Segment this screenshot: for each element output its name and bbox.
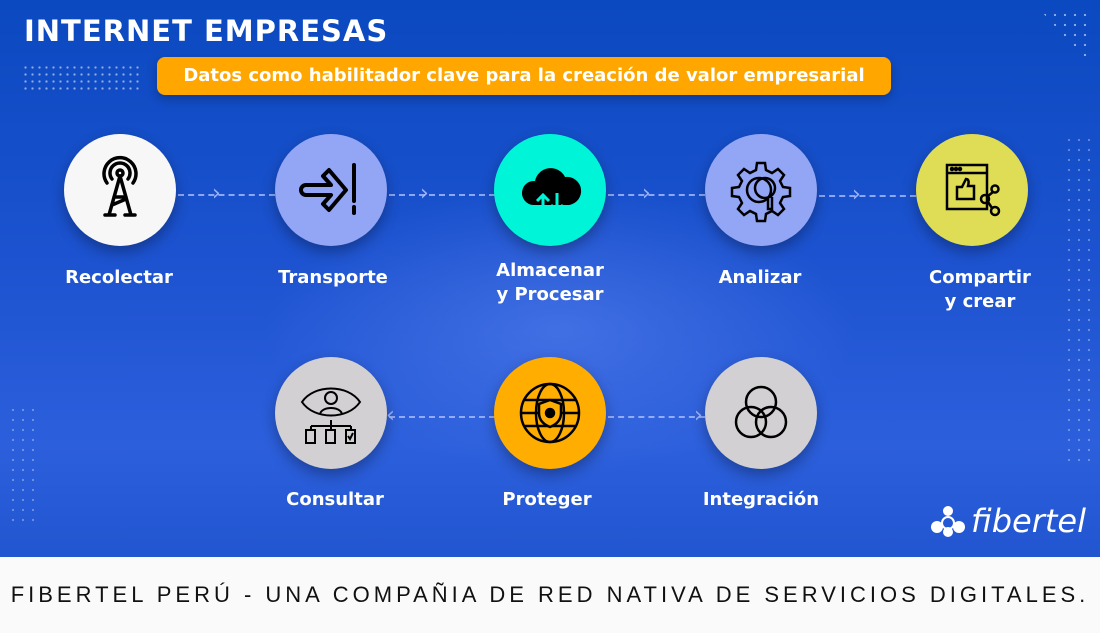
- step-label: Recolectar: [65, 267, 173, 288]
- step-label: Compartir y crear: [890, 266, 1070, 314]
- arrow-right-icon: ›: [852, 182, 861, 207]
- arrow-right-icon: ›: [642, 181, 651, 206]
- step-consultar: [275, 357, 387, 469]
- connector: [608, 194, 705, 196]
- gear-search-icon: [730, 161, 792, 223]
- step-label: Integración: [702, 489, 820, 510]
- globe-shield-icon: [519, 382, 581, 444]
- step-integracion: [705, 357, 817, 469]
- step-proteger: [494, 357, 606, 469]
- arrow-left-icon: ‹: [386, 403, 395, 428]
- fibertel-logo: fibertel: [931, 502, 1086, 540]
- infographic: INTERNET EMPRESAS Datos como habilitador…: [0, 0, 1100, 557]
- label-line: Compartir: [929, 267, 1031, 288]
- arrow-right-icon: ›: [212, 181, 221, 206]
- dot-pattern: [1040, 10, 1090, 56]
- dot-pattern: [8, 405, 38, 525]
- user-documents-icon: [300, 387, 362, 444]
- cloud-sync-icon: [521, 168, 582, 214]
- arrow-right-icon: ›: [420, 181, 429, 206]
- connector: [389, 416, 495, 418]
- arrow-right-icon: ›: [694, 403, 703, 428]
- arrow-right-to-line-icon: [299, 163, 356, 215]
- connector: [608, 416, 705, 418]
- step-analizar: [705, 134, 817, 246]
- step-compartir: [916, 134, 1028, 246]
- dot-pattern: [1064, 135, 1094, 465]
- logo-mark-icon: [931, 506, 966, 537]
- page-title: INTERNET EMPRESAS: [24, 14, 389, 48]
- label-line: Almacenar: [496, 260, 604, 281]
- label-line: y crear: [944, 291, 1016, 312]
- dot-pattern: [22, 64, 140, 90]
- connector: [178, 194, 275, 196]
- footer-tagline: FIBERTEL PERÚ - UNA COMPAÑIA DE RED NATI…: [0, 557, 1100, 626]
- venn-circles-icon: [734, 385, 788, 439]
- step-recolectar: [64, 134, 176, 246]
- subtitle-banner: Datos como habilitador clave para la cre…: [157, 57, 891, 95]
- antenna-tower-icon: [102, 155, 138, 217]
- step-transporte: [275, 134, 387, 246]
- step-label: Proteger: [502, 489, 592, 510]
- browser-like-share-icon: [945, 163, 1001, 217]
- step-label: Consultar: [286, 489, 384, 510]
- connector: [819, 195, 916, 197]
- step-label: Analizar: [718, 267, 802, 288]
- step-label: Transporte: [278, 267, 388, 288]
- label-line: y Procesar: [496, 284, 604, 305]
- step-almacenar: [494, 134, 606, 246]
- logo-text: fibertel: [971, 502, 1086, 540]
- step-label: Almacenar y Procesar: [460, 259, 640, 307]
- connector: [389, 194, 495, 196]
